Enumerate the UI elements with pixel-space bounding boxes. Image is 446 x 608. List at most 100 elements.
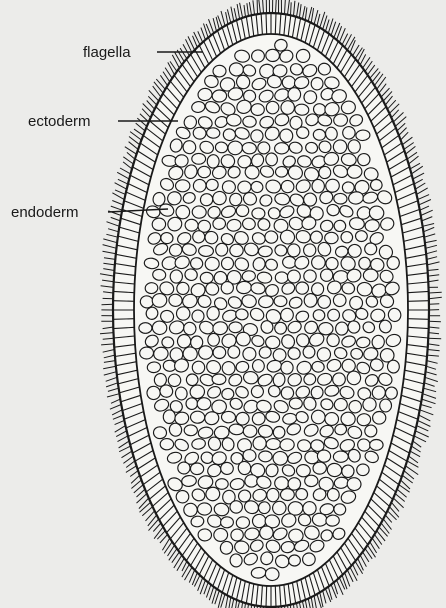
endoderm-cell	[335, 322, 348, 336]
endoderm-cell	[342, 182, 354, 194]
endoderm-cell	[296, 282, 309, 294]
endoderm-cell	[258, 246, 272, 257]
endoderm-cell	[305, 475, 318, 487]
endoderm-cell	[198, 166, 211, 177]
endoderm-cell	[200, 272, 213, 284]
endoderm-cell	[236, 204, 250, 217]
endoderm-cell	[355, 230, 368, 242]
endoderm-cell	[197, 397, 212, 410]
endoderm-cell	[370, 440, 383, 451]
ectoderm-label: ectoderm	[28, 114, 91, 129]
endoderm-cell	[230, 528, 244, 541]
endoderm-cell	[163, 410, 176, 424]
endoderm-cell	[184, 425, 197, 436]
endoderm-cell	[221, 411, 236, 423]
endoderm-cell	[303, 346, 316, 359]
endoderm-cell	[190, 463, 203, 475]
endoderm-cell	[363, 269, 378, 282]
endoderm-cell	[186, 374, 198, 386]
endoderm-cell	[228, 346, 240, 359]
endoderm-cell	[387, 360, 400, 374]
endoderm-cell	[213, 346, 226, 358]
endoderm-cell	[289, 555, 301, 566]
endoderm-cell	[198, 528, 212, 541]
endoderm-cell	[333, 451, 348, 462]
endoderm-cell	[273, 426, 285, 438]
endoderm-cell	[208, 333, 220, 346]
endoderm-cell	[213, 528, 228, 542]
endoderm-cell	[317, 295, 331, 309]
endoderm-cell	[265, 49, 279, 62]
endoderm-cell	[258, 142, 270, 154]
endoderm-cell	[192, 153, 206, 164]
endoderm-label: endoderm	[11, 205, 79, 220]
endoderm-cell	[347, 165, 363, 179]
endoderm-cell	[229, 322, 243, 333]
endoderm-cell	[302, 553, 315, 566]
endoderm-cell	[274, 142, 289, 154]
endoderm-cell	[147, 361, 161, 373]
endoderm-cell	[364, 425, 377, 437]
endoderm-cell	[312, 179, 325, 193]
endoderm-cell	[192, 361, 205, 374]
endoderm-cell	[311, 77, 324, 90]
endoderm-cell	[197, 503, 211, 516]
endoderm-cell	[152, 218, 166, 231]
endoderm-cell	[212, 90, 227, 103]
endoderm-cell	[170, 270, 183, 284]
endoderm-cell	[318, 166, 331, 179]
endoderm-cell	[275, 272, 288, 284]
endoderm-cell	[213, 65, 227, 77]
endoderm-cell	[259, 526, 273, 540]
endoderm-cell	[274, 295, 288, 307]
endoderm-cell	[333, 193, 347, 204]
endoderm-cell	[243, 425, 257, 437]
endoderm-cell	[280, 361, 293, 375]
endoderm-cell	[206, 127, 220, 138]
endoderm-cell	[216, 479, 229, 490]
endoderm-cell	[212, 374, 226, 385]
endoderm-cell	[242, 116, 256, 128]
endoderm-cell	[139, 347, 154, 360]
endoderm-cell	[221, 257, 234, 271]
endoderm-cell	[365, 243, 377, 255]
endoderm-cell	[287, 244, 300, 257]
endoderm-cell	[139, 323, 152, 334]
endoderm-cell	[325, 232, 339, 244]
endoderm-cell	[176, 205, 190, 219]
endoderm-cell	[348, 139, 361, 153]
endoderm-cell	[252, 208, 266, 220]
endoderm-cell	[303, 269, 316, 282]
endoderm-cell	[358, 257, 370, 270]
endoderm-cell	[175, 180, 190, 192]
endoderm-cell	[198, 345, 213, 360]
endoderm-cell	[280, 489, 294, 501]
endoderm-cell	[230, 244, 243, 256]
endoderm-cell	[370, 179, 382, 190]
endoderm-cell	[258, 501, 271, 514]
endoderm-cell	[230, 553, 243, 567]
endoderm-cell	[325, 412, 339, 425]
endoderm-cell	[190, 411, 205, 423]
endoderm-cell	[274, 476, 289, 490]
endoderm-cell	[160, 438, 174, 449]
endoderm-cell	[251, 104, 264, 116]
endoderm-cell	[288, 88, 301, 102]
endoderm-cell	[304, 293, 318, 308]
endoderm-cell	[372, 411, 386, 424]
endoderm-cell	[289, 398, 303, 410]
endoderm-cell	[198, 245, 213, 256]
endoderm-cell	[275, 166, 288, 177]
endoderm-cell	[380, 399, 392, 412]
endoderm-cell	[153, 426, 167, 439]
endoderm-cell	[251, 49, 265, 62]
endoderm-cell	[220, 516, 233, 528]
endoderm-cell	[177, 461, 190, 474]
endoderm-cell	[259, 451, 272, 462]
endoderm-cell	[253, 436, 267, 450]
endoderm-cell	[356, 130, 371, 141]
flagella-label: flagella	[83, 45, 131, 60]
endoderm-cell	[349, 296, 362, 309]
